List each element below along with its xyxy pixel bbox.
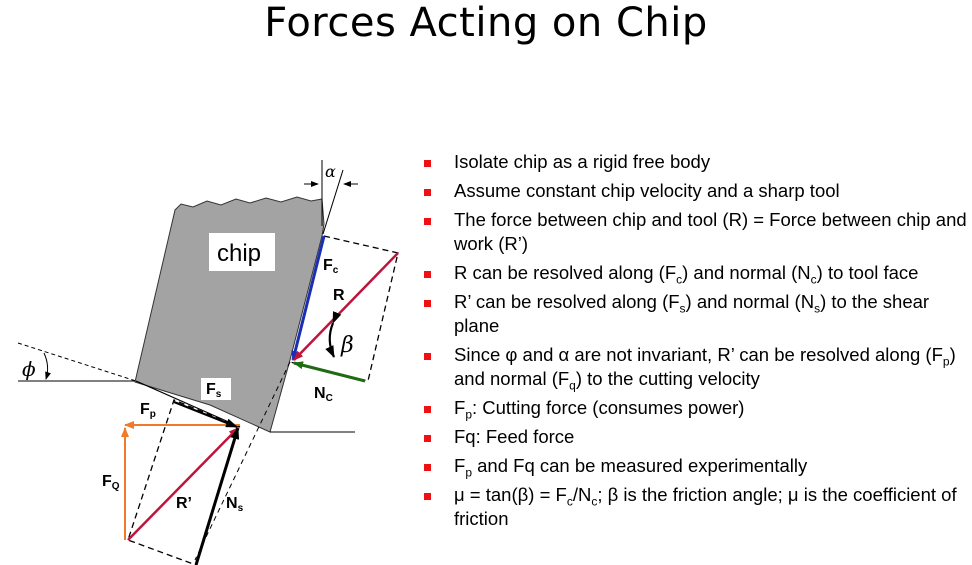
nc-arrow — [293, 361, 366, 383]
ns-arrow — [194, 427, 240, 565]
r-label: R — [333, 287, 345, 304]
bullet-text: ) and normal (N — [682, 262, 811, 283]
bullet-subscript: p — [465, 407, 472, 422]
bullet-subscript: c — [591, 494, 598, 509]
bullet-square-icon — [424, 218, 431, 225]
bullet-text: /N — [572, 484, 592, 505]
bullet-subscript: c — [566, 494, 573, 509]
tool-face-line — [322, 169, 344, 235]
bullet-text: ) to the shear plane — [454, 291, 930, 336]
alpha-symbol: α — [325, 162, 336, 181]
ns-label: Ns — [226, 495, 244, 514]
r-prime-arrow — [127, 427, 239, 541]
bullet-text: R’ can be resolved along (F — [454, 291, 680, 312]
bullet-item: The force between chip and tool (R) = Fo… — [422, 208, 970, 256]
bullet-text: ) and normal (F — [454, 344, 956, 389]
phi-symbol: ϕ — [22, 357, 36, 381]
shear-plane-line — [135, 380, 241, 428]
bullet-text: μ = tan(β) = F — [454, 484, 567, 505]
bullet-square-icon — [424, 435, 431, 442]
r-arrow — [293, 252, 399, 361]
bullet-text: ) and normal (N — [685, 291, 815, 312]
bullet-text: R can be resolved along (F — [454, 262, 677, 283]
upper-force-rectangle — [289, 235, 399, 382]
bullet-text: ) to the cutting velocity — [575, 368, 760, 389]
fc-label: Fc — [323, 257, 339, 276]
bullet-item: Assume constant chip velocity and a shar… — [422, 179, 970, 203]
bullet-text: ; β is the friction angle; μ is the coef… — [454, 484, 957, 529]
bullet-text: F — [454, 455, 466, 476]
bullet-square-icon — [424, 406, 431, 413]
bullet-square-icon — [424, 493, 431, 500]
beta-symbol: β — [340, 333, 354, 358]
r-prime-label: R’ — [176, 495, 192, 512]
bullet-subscript: s — [679, 301, 686, 316]
bullet-subscript: p — [465, 465, 472, 480]
bullet-square-icon — [424, 271, 431, 278]
fc-arrow — [291, 235, 326, 361]
slide-title: Forces Acting on Chip — [264, 0, 708, 46]
bullet-text: and Fq can be measured experimentally — [472, 455, 808, 476]
beta-angle-arc — [325, 311, 342, 358]
bullet-text: F — [454, 397, 466, 418]
bullet-square-icon — [424, 464, 431, 471]
bullet-square-icon — [424, 353, 431, 360]
fp-label: Fp — [140, 401, 156, 420]
fs-label: Fs — [206, 381, 222, 400]
nc-label: NC — [314, 385, 333, 404]
fq-label: FQ — [102, 473, 120, 492]
bullet-text: ) to tool face — [816, 262, 919, 283]
bullet-square-icon — [424, 160, 431, 167]
bullet-item: R’ can be resolved along (Fs) and normal… — [422, 290, 970, 338]
bullet-subscript: q — [569, 378, 576, 393]
chip-label: chip — [217, 240, 261, 267]
bullet-text: Fq: Feed force — [454, 426, 575, 447]
bullet-subscript: c — [810, 272, 817, 287]
bullet-item: Isolate chip as a rigid free body — [422, 150, 970, 174]
bullet-text: Since φ and α are not invariant, R’ can … — [454, 344, 943, 365]
bullet-item: Fp: Cutting force (consumes power) — [422, 396, 970, 422]
lower-force-rectangle — [127, 399, 241, 565]
bullet-subscript: p — [942, 354, 950, 369]
bullet-item: μ = tan(β) = Fc/Nc; β is the friction an… — [422, 483, 970, 531]
bullet-square-icon — [424, 189, 431, 196]
fs-label-box — [201, 378, 231, 400]
chip-force-diagram: α ϕ β chip Fc R NC Fs Fp FQ R’ Ns — [17, 160, 399, 565]
bullet-item: Fq: Feed force — [422, 425, 970, 449]
bullet-text: Isolate chip as a rigid free body — [454, 151, 711, 172]
fs-arrow — [173, 400, 238, 429]
bullet-text: The force between chip and tool (R) = Fo… — [454, 209, 967, 254]
phi-angle-arc — [43, 352, 51, 380]
bullet-item: Fp and Fq can be measured experimentally — [422, 454, 970, 480]
bullet-subscript: c — [676, 272, 683, 287]
bullet-item: Since φ and α are not invariant, R’ can … — [422, 343, 970, 393]
bullet-text: : Cutting force (consumes power) — [472, 397, 745, 418]
bullet-subscript: s — [814, 301, 821, 316]
shear-plane-extension — [17, 342, 137, 382]
tool-face-dashed-line — [194, 361, 291, 561]
bullet-item: R can be resolved along (Fc) and normal … — [422, 261, 970, 287]
chip-label-box — [209, 233, 275, 271]
bullet-square-icon — [424, 300, 431, 307]
bullet-text: Assume constant chip velocity and a shar… — [454, 180, 840, 201]
